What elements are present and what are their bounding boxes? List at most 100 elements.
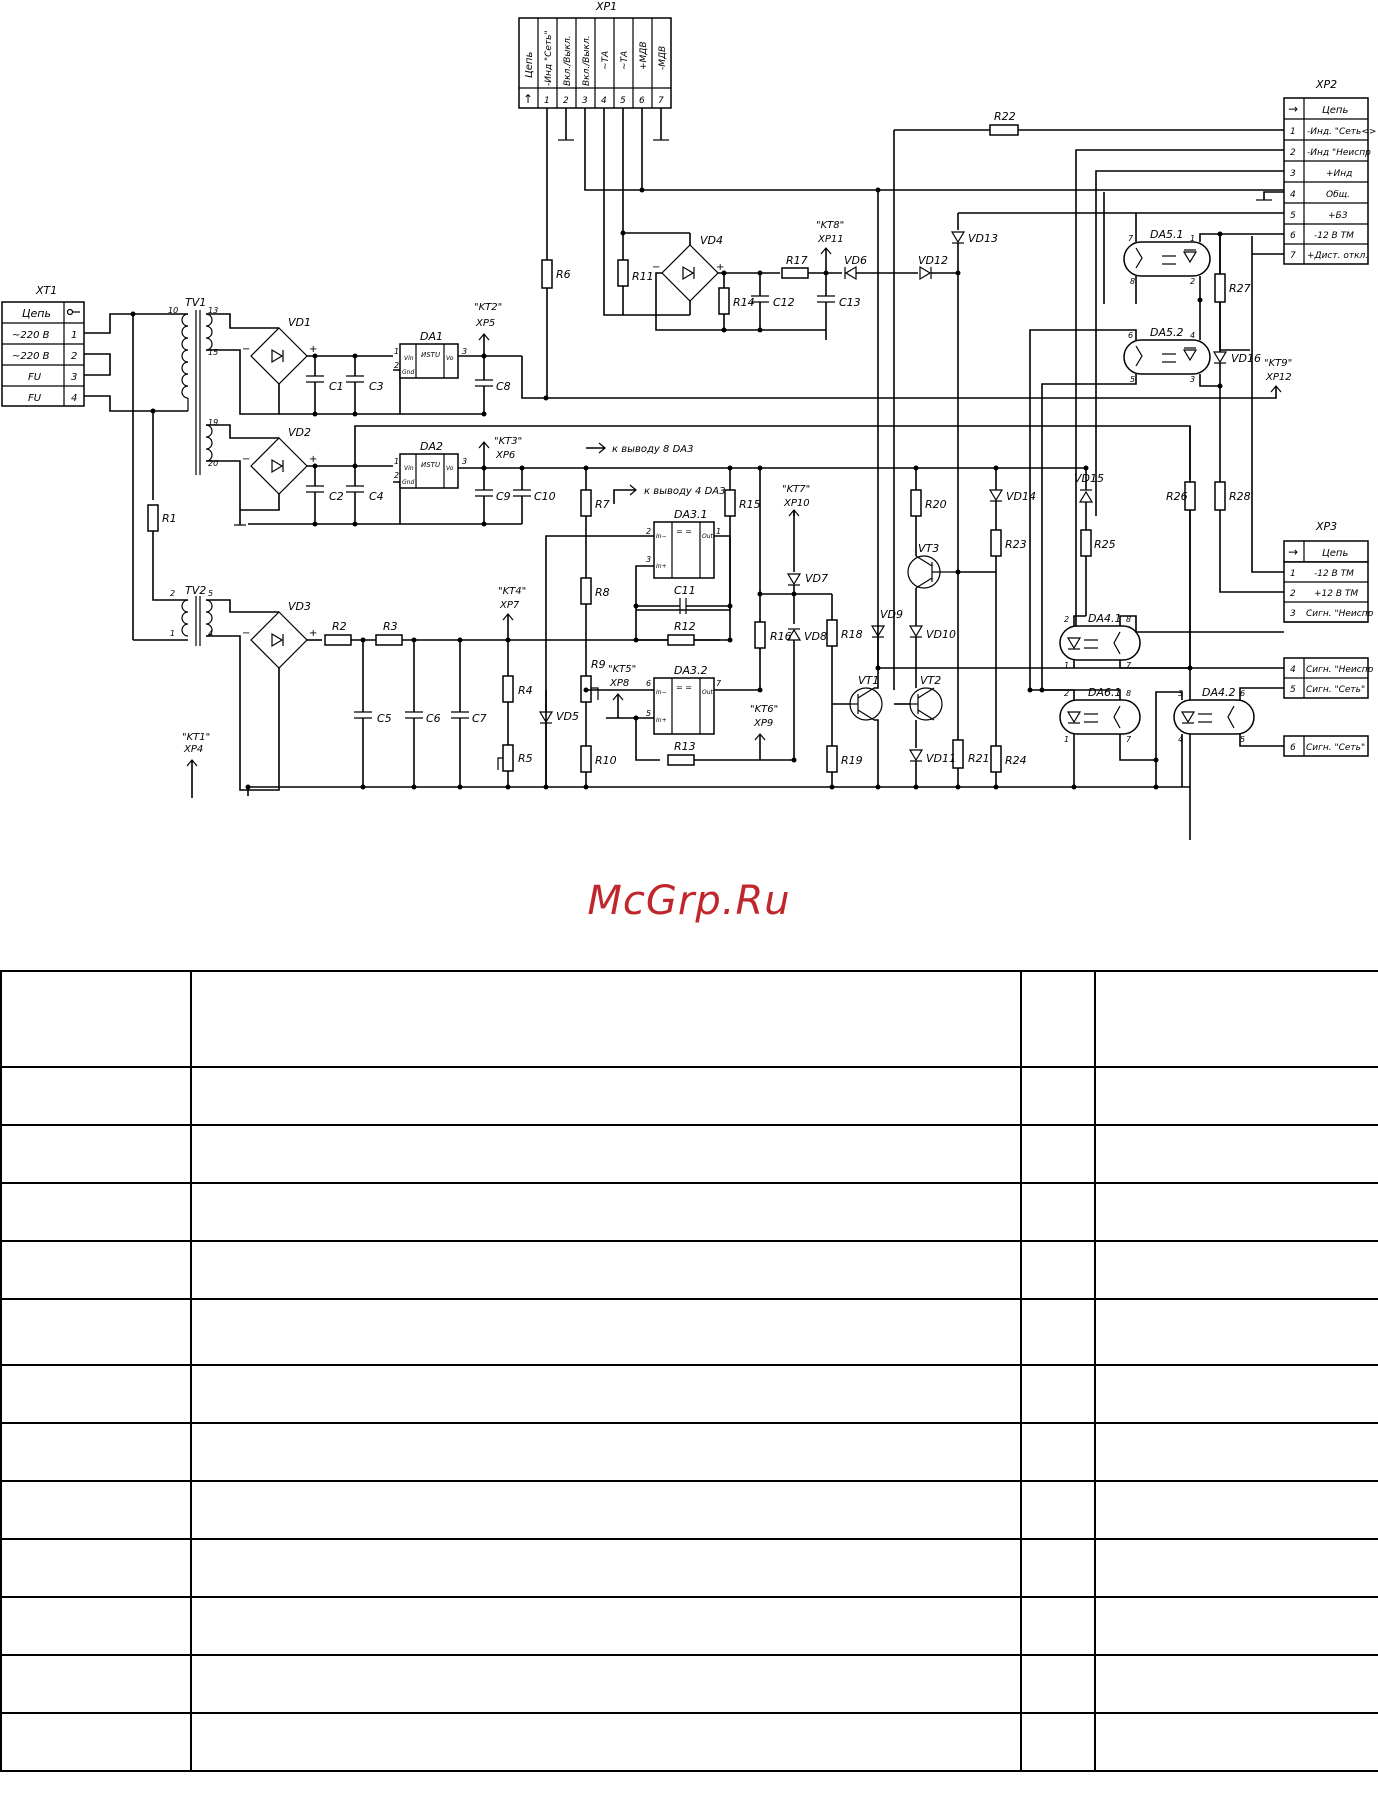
svg-text:-Инд "Сеть": -Инд "Сеть" <box>544 30 554 86</box>
svg-text:4: 4 <box>1178 735 1183 744</box>
table-cell <box>0 1364 192 1424</box>
svg-text:R3: R3 <box>383 620 398 633</box>
svg-text:Vin: Vin <box>404 465 414 472</box>
table-cell <box>190 1124 1022 1184</box>
svg-text:R23: R23 <box>1005 538 1027 551</box>
table-cell <box>1094 1066 1378 1126</box>
table-cell <box>0 1240 192 1300</box>
svg-text:DA6.1: DA6.1 <box>1088 686 1122 699</box>
table-cell <box>1094 1364 1378 1424</box>
svg-text:→: → <box>1288 102 1298 116</box>
svg-text:1: 1 <box>394 347 399 356</box>
table-cell <box>0 970 192 1068</box>
table-cell <box>1020 1066 1096 1126</box>
table-row <box>0 1422 1378 1482</box>
svg-text:1: 1 <box>716 527 721 536</box>
svg-text:C9: C9 <box>496 490 511 503</box>
table-row <box>0 1240 1378 1300</box>
svg-text:3: 3 <box>1178 689 1183 698</box>
svg-text:+Инд: +Инд <box>1326 169 1352 179</box>
svg-text:+: + <box>716 262 724 273</box>
svg-text:VT2: VT2 <box>920 674 941 687</box>
svg-text:Vin: Vin <box>404 355 414 362</box>
svg-text:VD7: VD7 <box>805 572 828 585</box>
svg-text:−: − <box>242 454 250 465</box>
svg-text:4: 4 <box>1290 190 1296 200</box>
xt1-row-4-pin: 4 <box>71 393 77 404</box>
svg-text:C4: C4 <box>369 490 384 503</box>
table-cell <box>0 1596 192 1656</box>
svg-text:8: 8 <box>1126 689 1131 698</box>
table-cell <box>0 1298 192 1366</box>
table-cell <box>0 1480 192 1540</box>
svg-text:XP1: XP1 <box>595 0 617 13</box>
svg-text:C8: C8 <box>496 380 511 393</box>
table-cell <box>1020 1596 1096 1656</box>
svg-text:7: 7 <box>1126 661 1132 670</box>
xt1-row-2-label: ~220 В <box>12 351 50 362</box>
svg-text:8: 8 <box>1126 615 1131 624</box>
svg-text:4: 4 <box>601 96 607 106</box>
svg-text:3: 3 <box>646 555 651 564</box>
test-points: "KT1" XP4 "KT2" XP5 "KT3" XP6 "KT4" XP7 … <box>182 220 1292 798</box>
svg-text:10: 10 <box>168 306 178 315</box>
svg-text:→: → <box>1288 545 1298 559</box>
table-cell <box>1020 1364 1096 1424</box>
svg-text:R16: R16 <box>770 630 792 643</box>
svg-text:XP3: XP3 <box>1315 520 1337 533</box>
svg-text:8: 8 <box>1130 277 1135 286</box>
svg-text:R9: R9 <box>591 658 606 671</box>
svg-text:к выводу 4 DA3: к выводу 4 DA3 <box>644 486 725 497</box>
svg-text:VD2: VD2 <box>288 426 311 439</box>
table-cell <box>1094 1596 1378 1656</box>
svg-text:C7: C7 <box>472 712 487 725</box>
svg-text:1: 1 <box>1064 735 1069 744</box>
svg-text:Вкл./Выкл.: Вкл./Выкл. <box>563 35 573 86</box>
svg-text:5: 5 <box>620 96 626 106</box>
svg-text:2: 2 <box>1190 277 1195 286</box>
table-row <box>0 1654 1378 1714</box>
svg-text:Сигн. "Неиспр: Сигн. "Неиспр <box>1306 609 1374 619</box>
xt1-row-1-label: ~220 В <box>12 330 50 341</box>
table-body <box>0 970 1378 1772</box>
svg-text:VD4: VD4 <box>700 234 723 247</box>
connector-xt1: XT1 Цепь ~220 В 1 ~220 В 2 FU 3 FU 4 <box>1 284 85 407</box>
table-cell <box>0 1422 192 1482</box>
svg-text:-Инд. "Сеть<>: -Инд. "Сеть<> <box>1307 127 1376 137</box>
svg-text:Out: Out <box>702 689 714 696</box>
table-cell <box>1020 1538 1096 1598</box>
table-row <box>0 1182 1378 1242</box>
transistor-vt2: VT2 <box>894 640 943 748</box>
svg-text:6: 6 <box>1128 331 1133 340</box>
table-cell <box>1020 1712 1096 1772</box>
table-cell <box>1020 1480 1096 1540</box>
xt1-row-3-pin: 3 <box>71 372 77 383</box>
svg-text:+: + <box>309 454 317 465</box>
svg-text:7: 7 <box>1290 251 1296 261</box>
table-cell <box>0 1538 192 1598</box>
svg-text:C10: C10 <box>534 490 556 503</box>
table-cell <box>190 1712 1022 1772</box>
svg-text:6: 6 <box>1290 743 1296 753</box>
svg-text:R5: R5 <box>518 752 533 765</box>
optocoupler-da52: DA5.2 65 43 <box>1029 300 1220 690</box>
svg-text:VD14: VD14 <box>1006 490 1036 503</box>
transistor-vt1: VT1 <box>849 670 883 787</box>
svg-text:C6: C6 <box>426 712 441 725</box>
svg-text:XP8: XP8 <box>609 678 629 689</box>
svg-text:DA4.1: DA4.1 <box>1088 612 1122 625</box>
connector-xp2: XP2 → Цепь 1 -Инд. "Сеть<> 2 -Инд "Неисп… <box>1283 78 1376 265</box>
svg-text:R28: R28 <box>1229 490 1251 503</box>
svg-text:2: 2 <box>170 589 175 598</box>
rectifier-wiring <box>206 313 393 791</box>
svg-text:"KT3": "KT3" <box>494 436 522 447</box>
svg-text:+: + <box>309 628 317 639</box>
svg-text:VD13: VD13 <box>968 232 998 245</box>
svg-text:XP2: XP2 <box>1315 78 1337 91</box>
svg-text:5: 5 <box>1290 685 1296 695</box>
comparator-section: R7 R8 R9 R10 к выводу 8 DA3 к выводу 4 D… <box>538 442 794 787</box>
svg-text:R25: R25 <box>1094 538 1116 551</box>
svg-text:C12: C12 <box>773 296 795 309</box>
svg-text:1: 1 <box>394 457 399 466</box>
svg-text:R21: R21 <box>968 752 990 765</box>
